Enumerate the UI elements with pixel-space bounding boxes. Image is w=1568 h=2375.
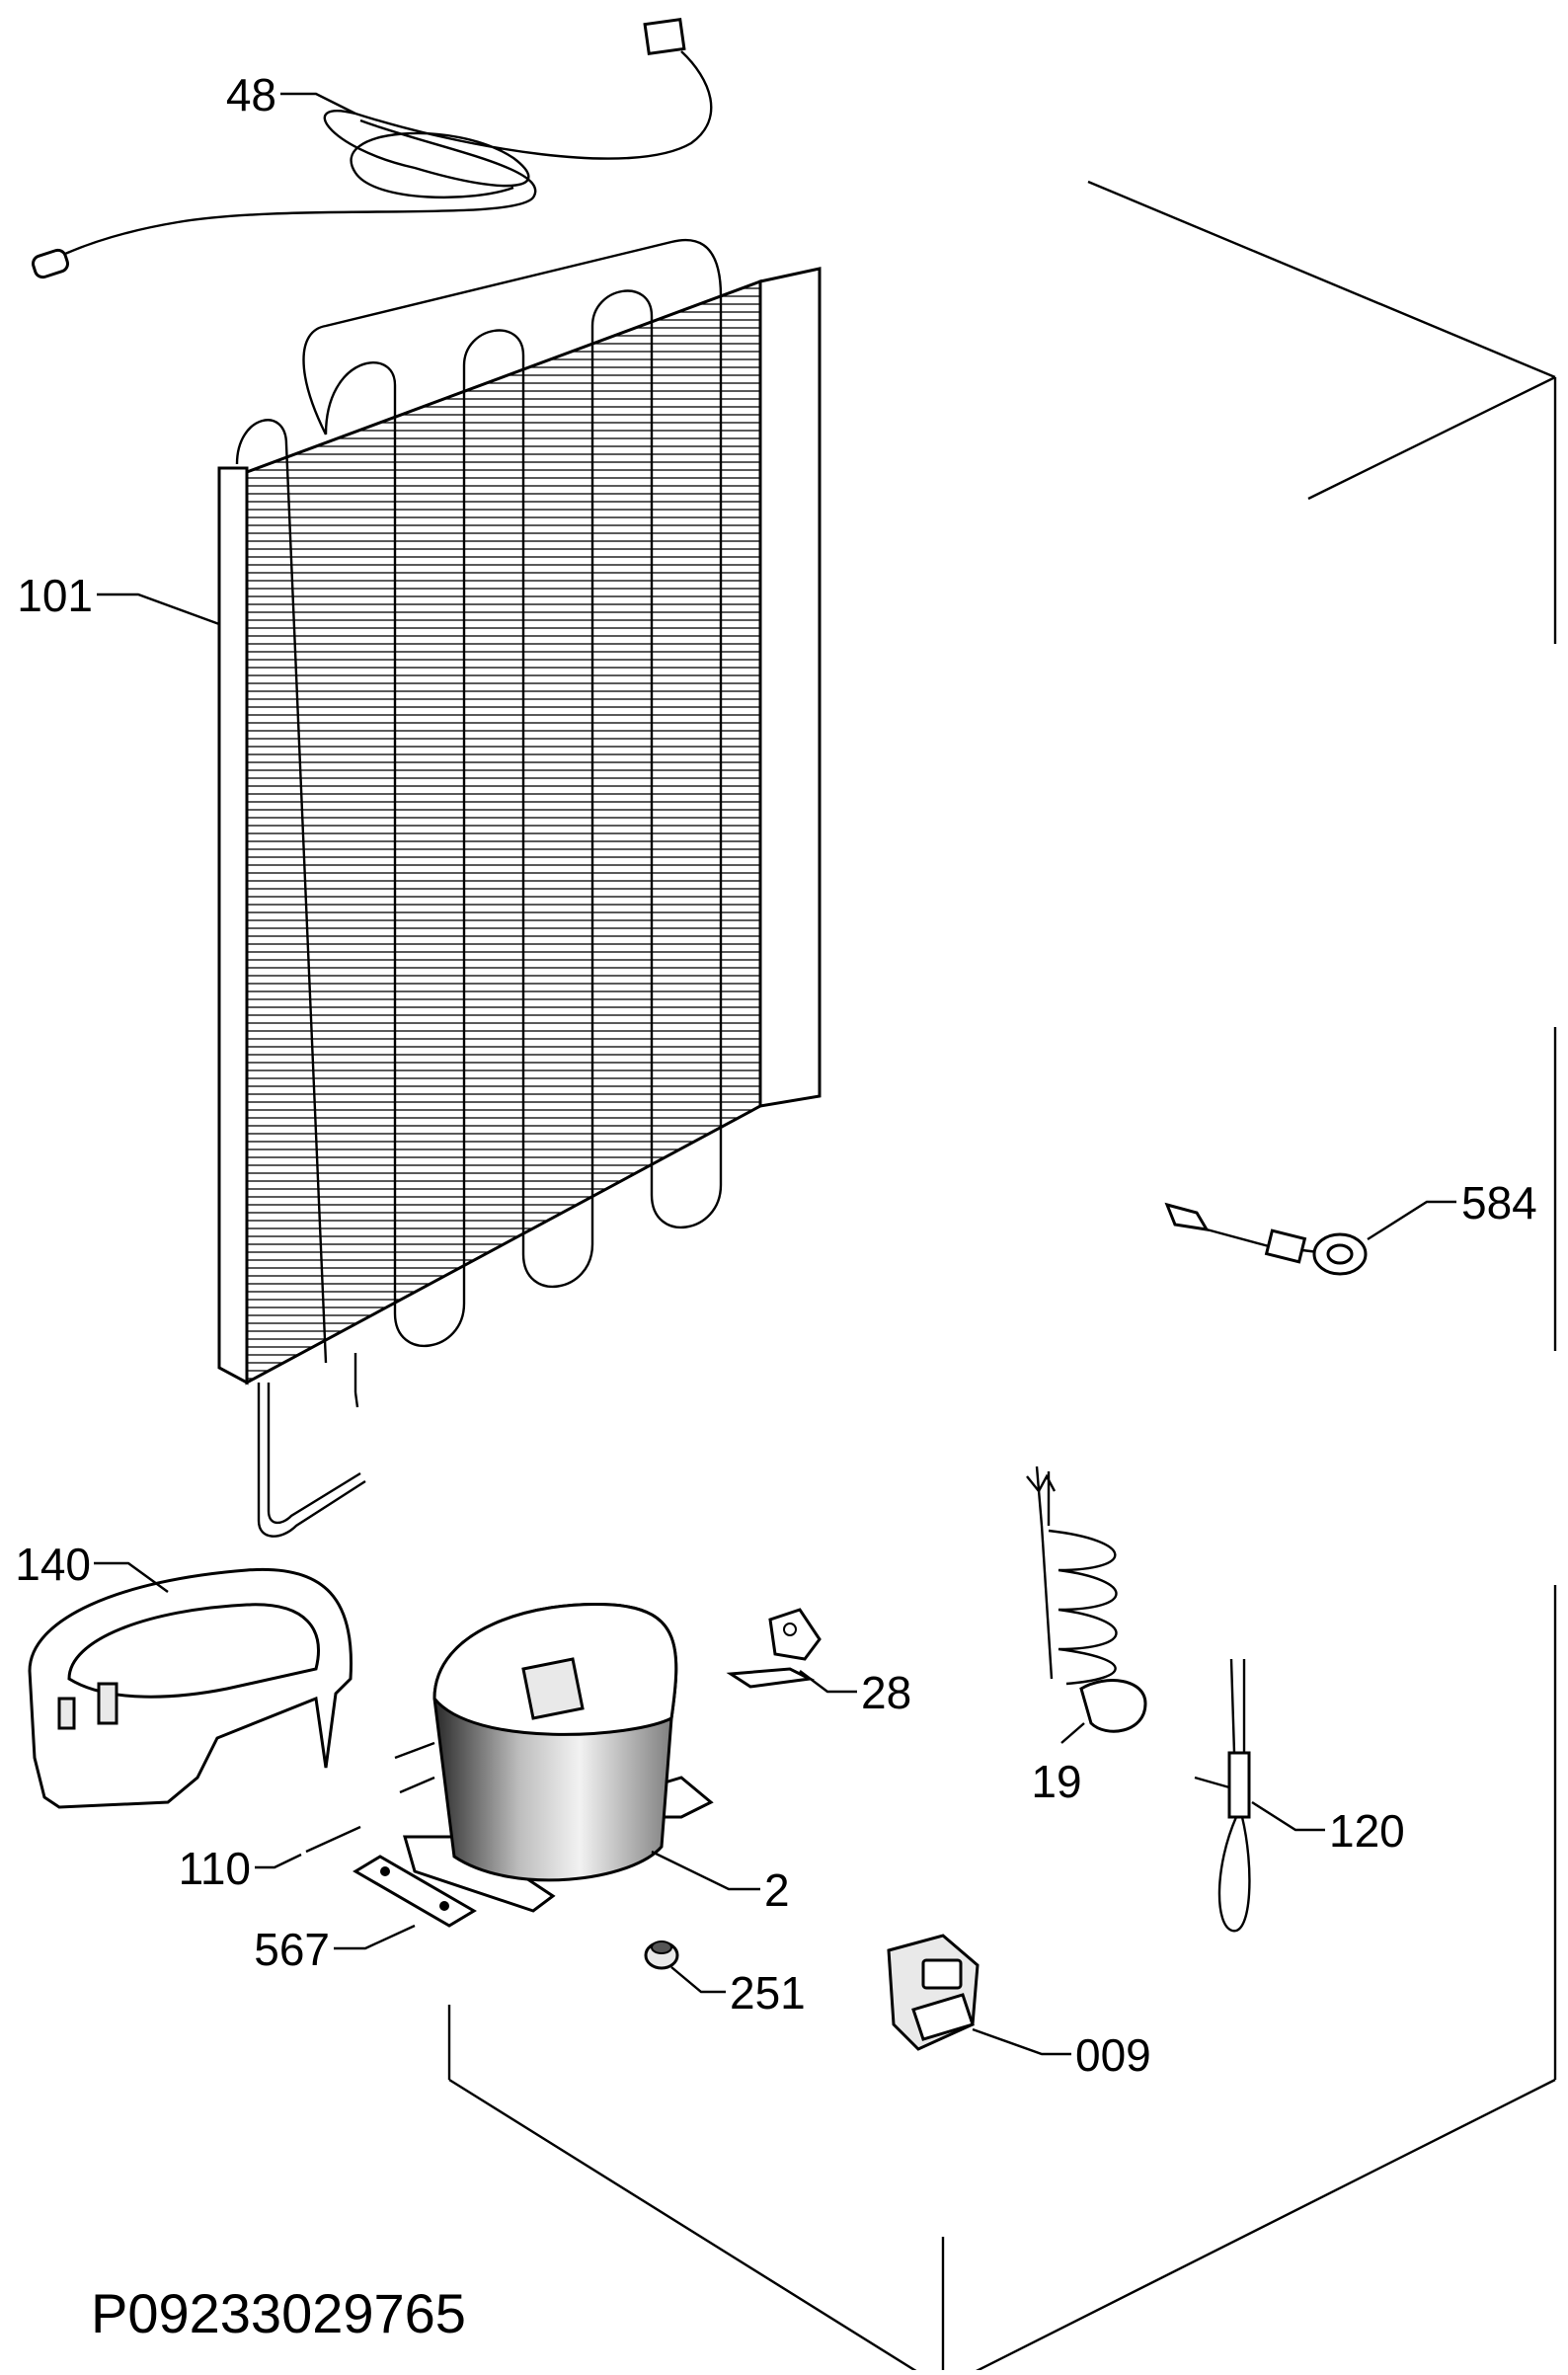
drawing-code: P09233029765 [91, 2282, 466, 2344]
part-140-drip-tray [28, 1567, 353, 1809]
part-28-clip [726, 1608, 822, 1689]
part-120-thermo-sensor [1194, 1658, 1251, 1933]
callout-009: 009 [1075, 2029, 1151, 2081]
callout-120: 120 [1329, 1805, 1405, 1857]
callout-101: 101 [17, 570, 93, 621]
callout-19: 19 [1031, 1756, 1081, 1807]
part-251-grommet [644, 1940, 679, 1970]
callout-28: 28 [861, 1667, 911, 1718]
callout-2: 2 [764, 1864, 790, 1916]
part-009-relay [887, 1934, 980, 2051]
callout-48: 48 [226, 69, 276, 120]
condenser-tubes [235, 238, 723, 1408]
part-19-heater [1026, 1465, 1147, 1733]
callout-251: 251 [730, 1967, 806, 2019]
part-584-sensor [1164, 1202, 1368, 1276]
part-101-condenser [217, 238, 822, 1538]
leader-lines [94, 92, 1456, 2056]
part-2-compressor [305, 1602, 714, 1913]
callout-140: 140 [15, 1539, 91, 1590]
callout-110: 110 [179, 1843, 251, 1894]
part-567-mounting-plate [353, 1855, 477, 1928]
callout-584: 584 [1461, 1177, 1537, 1228]
cabinet-outline [447, 180, 1557, 2375]
callout-567: 567 [254, 1924, 330, 1975]
part-48-sensor-cable [32, 17, 713, 279]
